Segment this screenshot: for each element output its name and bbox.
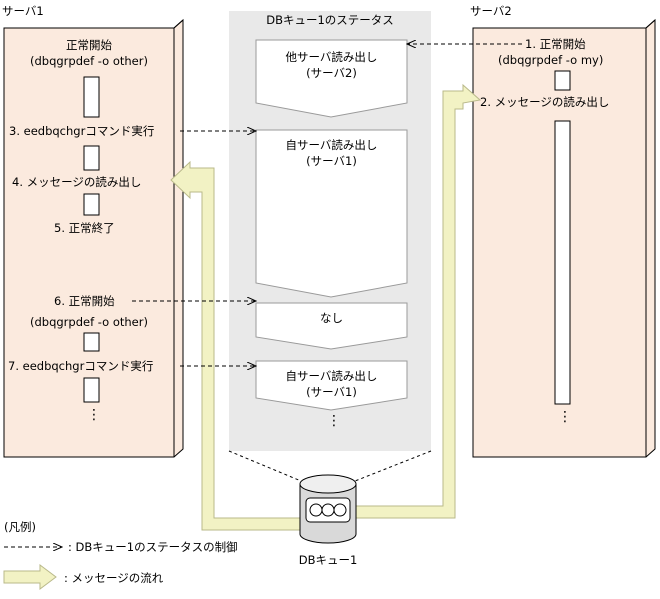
- server2-step1: 1. 正常開始: [525, 37, 586, 51]
- queue-state-own-server-2: [255, 360, 408, 411]
- server1-bar-2: [83, 145, 100, 171]
- queue-state1-line2: (サーバ2): [306, 66, 357, 80]
- server1-step5: 5. 正常終了: [54, 221, 115, 235]
- server1-step6-cmd: (dbqgrpdef -o other): [30, 315, 148, 329]
- server1-step3: 3. eedbqchgrコマンド実行: [9, 124, 155, 138]
- message-flow-to-server2: [352, 83, 482, 519]
- server2-ellipsis: ⋮: [558, 409, 572, 425]
- legend-title: (凡例): [4, 520, 36, 534]
- queue-status-title: DBキュー1のステータス: [266, 13, 394, 27]
- queue-state4-line1: 自サーバ読み出し: [285, 369, 378, 383]
- server1-step4: 4. メッセージの読み出し: [12, 175, 142, 189]
- server1-step1: 正常開始: [66, 38, 112, 52]
- legend-block-arrow-icon: [3, 564, 57, 590]
- queue-state-none: [255, 302, 408, 350]
- legend-block-arrow-label: : メッセージの流れ: [64, 571, 164, 585]
- queue-panel-leader-left: [228, 450, 302, 482]
- server1-bar-5: [83, 377, 100, 403]
- server1-bar-3: [83, 193, 100, 216]
- server1-step1-cmd: (dbqgrpdef -o other): [30, 54, 148, 68]
- queue-state3: なし: [320, 311, 343, 325]
- queue-state4-line2: (サーバ1): [306, 385, 357, 399]
- server1-step6: 6. 正常開始: [54, 294, 115, 308]
- server2-bar-2: [554, 120, 571, 405]
- server2-bar-1: [554, 70, 571, 91]
- db-queue-cylinder: [299, 474, 357, 544]
- queue-state-other-server: [255, 39, 408, 118]
- server1-step7: 7. eedbqchgrコマンド実行: [8, 359, 154, 373]
- server2-step2: 2. メッセージの読み出し: [480, 95, 610, 109]
- server2-step1-cmd: (dbqgrpdef -o my): [498, 53, 604, 67]
- queue-panel-leader-right: [354, 450, 432, 482]
- server1-bar-4: [83, 332, 100, 352]
- server1-panel: [3, 18, 184, 458]
- server1-title: サーバ1: [2, 4, 44, 18]
- db-queue-label: DBキュー1: [298, 553, 358, 567]
- server1-ellipsis: ⋮: [87, 407, 101, 423]
- queue-state2-line1: 自サーバ読み出し: [285, 138, 378, 152]
- legend-dashed-arrow-label: : DBキュー1のステータスの制御: [68, 540, 238, 554]
- queue-state1-line1: 他サーバ読み出し: [285, 50, 378, 64]
- server2-title: サーバ2: [470, 4, 512, 18]
- queue-state-own-server-1: [255, 129, 408, 298]
- queue-ellipsis: ⋮: [327, 413, 341, 429]
- queue-state2-line2: (サーバ1): [306, 154, 357, 168]
- server1-bar-1: [83, 76, 100, 118]
